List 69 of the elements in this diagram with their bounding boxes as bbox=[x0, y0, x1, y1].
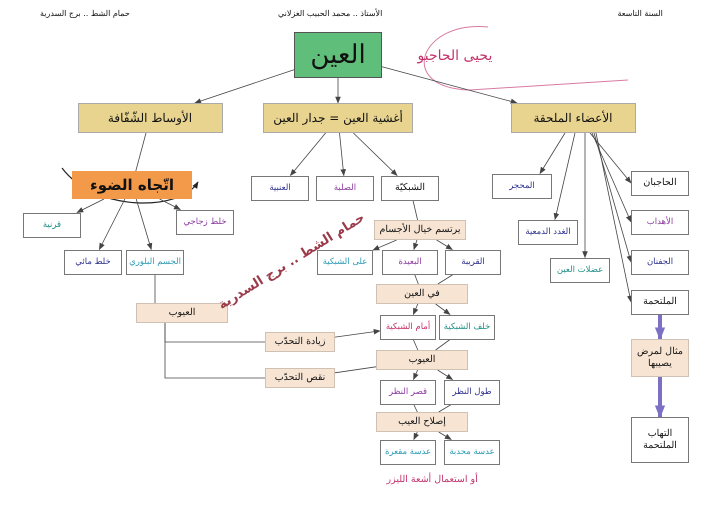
category-box: أغشية العين = جدار العين bbox=[263, 103, 413, 133]
concept-box: القريبة bbox=[445, 250, 501, 274]
arrow bbox=[554, 132, 576, 220]
arrow bbox=[353, 132, 398, 176]
arrow bbox=[590, 132, 632, 184]
header-text: حمام الشط .. برج السدرية bbox=[40, 9, 130, 19]
concept-box: قرنية bbox=[23, 212, 81, 238]
concept-box: الجفنان bbox=[631, 250, 689, 274]
arrow bbox=[413, 432, 419, 440]
main-topic-box: العين bbox=[294, 32, 382, 78]
concept-box: خلف الشبكية bbox=[439, 314, 495, 340]
highlight-box: اتّجاه الضوء bbox=[72, 171, 192, 199]
link-box: في العين bbox=[376, 284, 468, 304]
arrow bbox=[654, 377, 666, 418]
arrow bbox=[98, 198, 126, 250]
arrow bbox=[435, 304, 451, 315]
arrow bbox=[594, 132, 632, 263]
arrow bbox=[136, 198, 152, 250]
arrow bbox=[654, 314, 666, 340]
concept-box: خلط مائي bbox=[64, 250, 122, 274]
concept-box: البعيدة bbox=[382, 250, 438, 274]
concept-box: الصلبة bbox=[316, 176, 374, 200]
concept-box: الحاجبان bbox=[631, 170, 689, 196]
arrow bbox=[436, 240, 453, 250]
link-box: مثال لمرض يصيبها bbox=[631, 339, 689, 377]
concept-box: التهاب الملتحمة bbox=[631, 417, 689, 463]
arrow bbox=[372, 240, 397, 250]
category-box: الأوساط الشّفّافة bbox=[78, 103, 222, 133]
concept-box: الغدد الدمعية bbox=[518, 220, 578, 244]
arrow bbox=[335, 78, 341, 104]
arrow bbox=[582, 132, 588, 258]
concept-box: الشبكيّة bbox=[381, 176, 439, 200]
concept-box: قصر النظر bbox=[380, 380, 436, 404]
arrow bbox=[413, 240, 418, 250]
header-text: الأستاذ .. محمد الحبيب الغزلاني bbox=[278, 9, 382, 19]
link-box: يرتسم خيال الأجسام bbox=[374, 220, 466, 240]
concept-box: عدسة محدبة bbox=[444, 440, 500, 464]
link-box: نقص التحدّب bbox=[265, 368, 335, 388]
concept-box: طول النظر bbox=[444, 380, 500, 404]
arrow bbox=[159, 198, 181, 210]
arrow bbox=[540, 132, 566, 174]
category-box: الأعضاء الملحقة bbox=[510, 103, 636, 133]
concept-box: خلط زجاجي bbox=[176, 210, 234, 234]
arrow bbox=[413, 370, 419, 380]
arrow bbox=[412, 304, 418, 316]
concept-box: عضلات العين bbox=[550, 258, 610, 282]
link-box: العيوب bbox=[376, 350, 468, 370]
concept-box: على الشبكية bbox=[317, 250, 373, 274]
arrow bbox=[339, 132, 346, 176]
concept-box: عدسة مقعرة bbox=[380, 440, 436, 464]
arrow bbox=[437, 370, 454, 380]
arrow bbox=[194, 69, 294, 104]
arrow bbox=[334, 328, 381, 338]
concept-box: أمام الشبكية bbox=[380, 314, 436, 340]
concept-box: الأهداب bbox=[631, 210, 689, 234]
note-text: أو استعمال أشعة الليزر bbox=[386, 474, 478, 485]
concept-box: المحجر bbox=[492, 174, 552, 198]
link-box: زيادة التحدّب bbox=[265, 332, 335, 352]
arrow bbox=[592, 132, 632, 223]
arrow bbox=[596, 132, 632, 303]
concept-box: العنبية bbox=[251, 176, 309, 200]
arrow bbox=[438, 432, 452, 440]
header-text: السنة التاسعة bbox=[618, 9, 663, 19]
arrow bbox=[76, 198, 104, 213]
arrow bbox=[290, 132, 326, 176]
concept-box: الملتحمة bbox=[631, 290, 689, 314]
arrow bbox=[382, 66, 518, 104]
link-box: إصلاح العيب bbox=[376, 412, 468, 432]
concept-box: الجسم البلوري bbox=[126, 250, 184, 274]
